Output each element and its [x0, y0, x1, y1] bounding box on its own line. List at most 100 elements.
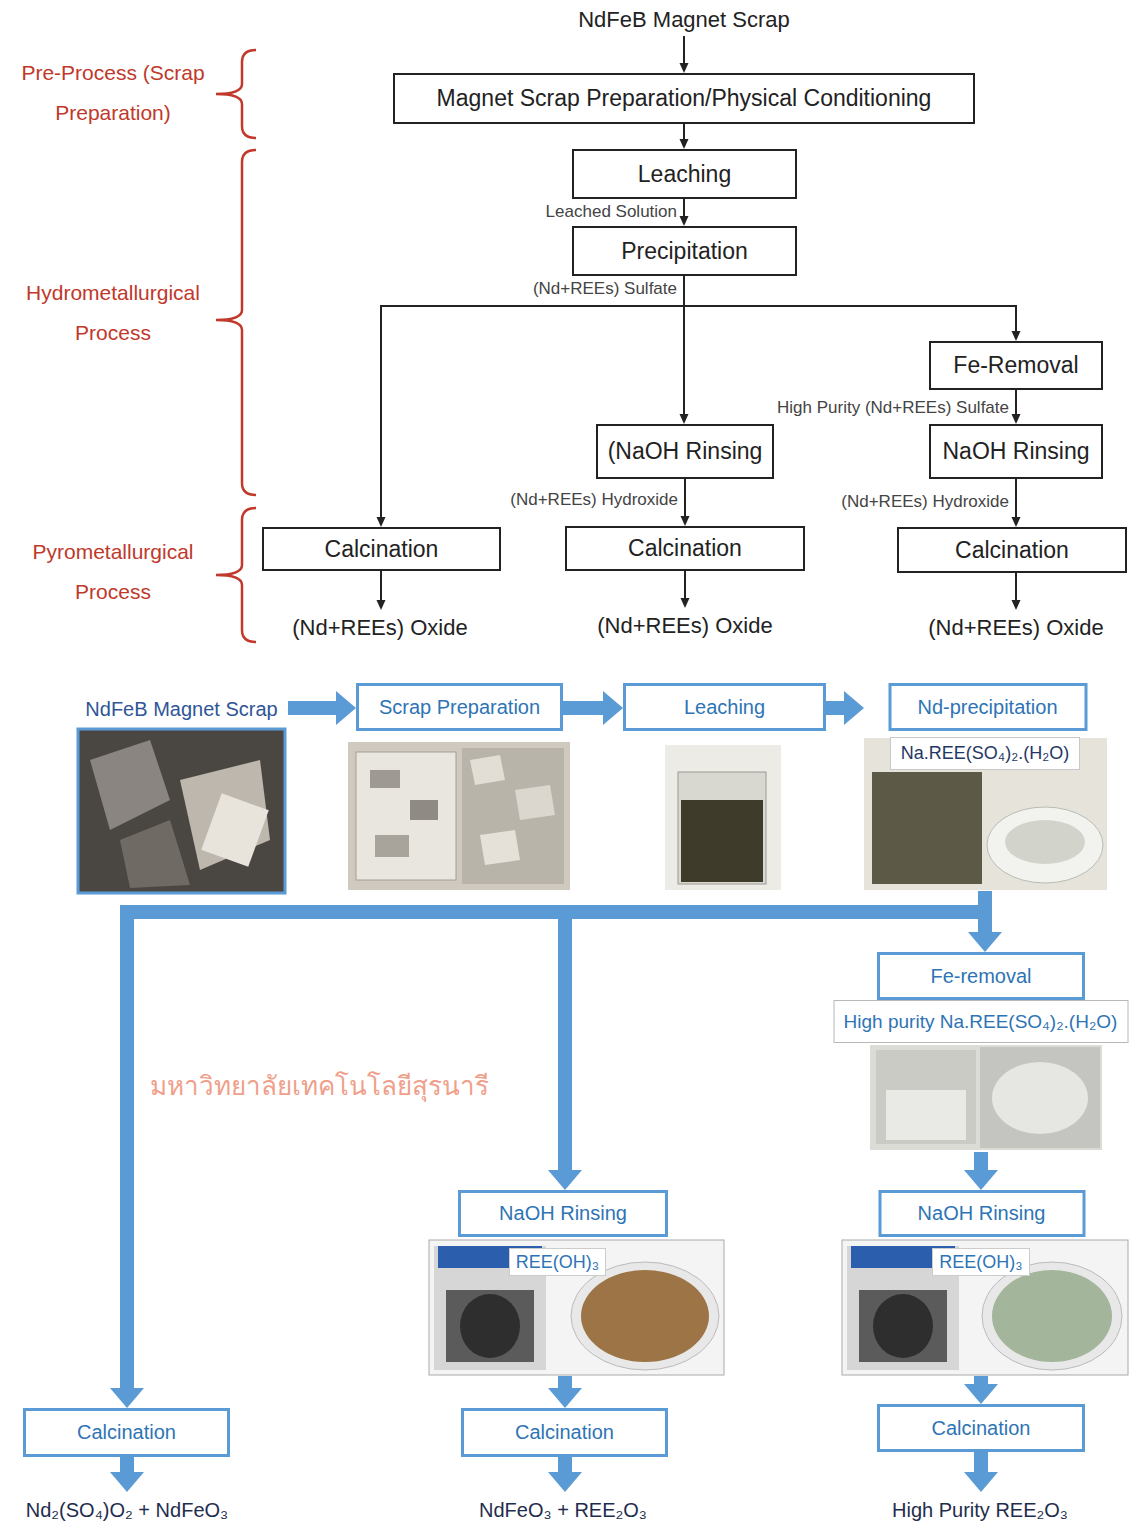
- step-panel: NaOH RinsingREE(OH)₃: [429, 1190, 724, 1376]
- flow-arrow: [377, 276, 685, 527]
- node-text: Calcination: [77, 1421, 176, 1444]
- arrow-head: [336, 691, 356, 725]
- node-text: Precipitation: [621, 238, 748, 265]
- flow-arrow: [680, 199, 689, 226]
- connector-line: [381, 276, 684, 520]
- step-box: Calcination: [461, 1408, 668, 1457]
- edge-label: Leached Solution: [544, 202, 679, 222]
- step-box: Scrap Preparation: [356, 683, 563, 731]
- flow-arrow: [1012, 390, 1021, 424]
- arrow-head: [680, 139, 689, 149]
- photo-rinsing: [429, 1240, 724, 1375]
- edge-label: (Nd+REEs) Sulfate: [531, 279, 679, 299]
- arrow-head: [1012, 600, 1021, 610]
- flow-arrow: [681, 571, 690, 608]
- node-text: Calcination: [932, 1417, 1031, 1440]
- product-label: (Nd+REEs) Oxide: [565, 608, 805, 644]
- block-arrow: [964, 1152, 998, 1190]
- edge-label: High Purity (Nd+REEs) Sulfate: [775, 398, 1011, 418]
- arrow-head: [377, 600, 386, 610]
- arrow-head: [844, 691, 864, 725]
- process-box: Calcination: [565, 526, 805, 571]
- node-text: (Nd+REEs) Oxide: [292, 615, 467, 641]
- node-text: NdFeO₃ + REE₂O₃: [479, 1499, 647, 1522]
- arrow-head: [681, 516, 690, 526]
- block-arrow: [826, 691, 864, 725]
- node-text: Fe-removal: [930, 965, 1031, 988]
- node-text: High Purity REE₂O₃: [892, 1499, 1068, 1522]
- connector-line: [563, 701, 609, 715]
- node-text: (NaOH Rinsing: [608, 438, 763, 465]
- process-box: Calcination: [262, 527, 501, 571]
- arrow-head: [110, 1472, 144, 1492]
- node-text: Na.REE(SO₄)₂.(H₂O): [901, 743, 1069, 764]
- product-label: Nd₂(SO₄)O₂ + NdFeO₃: [7, 1492, 247, 1528]
- node-text: REE(OH)₃: [516, 1252, 599, 1273]
- arrow-head: [680, 63, 689, 73]
- arrow-head: [1012, 517, 1021, 527]
- node-text: NaOH Rinsing: [943, 438, 1090, 465]
- bracket: [216, 50, 256, 642]
- product-label: NdFeO₃ + REE₂O₃: [443, 1492, 683, 1528]
- node-text: Magnet Scrap Preparation/Physical Condit…: [437, 85, 932, 112]
- flow-arrow: [681, 479, 690, 526]
- arrow-head: [680, 414, 689, 424]
- arrow-head: [968, 932, 1002, 952]
- node-text: Calcination: [515, 1421, 614, 1444]
- block-arrow: [110, 1457, 144, 1492]
- photo-panel: NdFeB Magnet Scrap: [75, 694, 288, 894]
- arrow-head: [110, 1388, 144, 1408]
- product-label: (Nd+REEs) Oxide: [260, 610, 500, 646]
- node-text: Leaching: [638, 161, 731, 188]
- block-arrow: [548, 1376, 582, 1408]
- arrow-head: [964, 1384, 998, 1404]
- block-arrow: [964, 1376, 998, 1404]
- block-arrow: [968, 891, 1002, 952]
- process-box: Magnet Scrap Preparation/Physical Condit…: [393, 73, 975, 124]
- edge-label: (Nd+REEs) Hydroxide: [508, 490, 680, 510]
- process-box: Leaching: [572, 149, 797, 199]
- arrow-head: [377, 517, 386, 527]
- connector-line: [683, 36, 685, 66]
- node-text: (Nd+REEs) Oxide: [928, 615, 1103, 641]
- flow-arrow: [1012, 479, 1021, 527]
- flow-arrow: [680, 124, 689, 149]
- arrow-head: [548, 1170, 582, 1190]
- product-tag: REE(OH)₃: [932, 1248, 1030, 1276]
- process-box: Calcination: [897, 527, 1127, 573]
- stage-label: Pyrometallurgical Process: [8, 532, 218, 612]
- product-label: High Purity REE₂O₃: [860, 1492, 1100, 1528]
- process-box: Fe-Removal: [929, 341, 1103, 390]
- arrow-head: [964, 1472, 998, 1492]
- photo-rinsing-pure: [842, 1240, 1128, 1375]
- connector-line: [1015, 390, 1017, 417]
- node-text: Calcination: [628, 535, 742, 562]
- node-text: NdFeB Magnet Scrap: [578, 7, 790, 33]
- process-box: Precipitation: [572, 226, 797, 276]
- stage-label: Hydrometallurgical Process: [8, 273, 218, 353]
- flow-arrow: [1012, 573, 1021, 610]
- connector-line: [1015, 573, 1017, 603]
- photo-precipitation: [864, 738, 1107, 890]
- block-arrow: [110, 891, 985, 1408]
- photo-leaching: [665, 745, 781, 890]
- step-box: Calcination: [877, 1404, 1085, 1452]
- block-arrow: [563, 691, 623, 725]
- flow-arrow: [680, 36, 689, 73]
- arrow-head: [964, 1170, 998, 1190]
- node-text: Scrap Preparation: [379, 696, 540, 719]
- source-label: NdFeB Magnet Scrap: [534, 4, 834, 36]
- connector-line: [127, 891, 985, 1394]
- node-text: REE(OH)₃: [939, 1252, 1022, 1273]
- flow-arrow: [377, 571, 386, 610]
- step-panel: Nd-precipitationNa.REE(SO₄)₂.(H₂O): [864, 683, 1107, 891]
- connector-line: [978, 891, 992, 938]
- arrow-head: [1012, 414, 1021, 424]
- process-box: (NaOH Rinsing: [596, 424, 775, 479]
- photo-preparation: [348, 742, 570, 890]
- node-text: Calcination: [955, 537, 1069, 564]
- connector-line: [380, 571, 382, 603]
- node-text: NdFeB Magnet Scrap: [75, 694, 288, 724]
- node-text: Nd-precipitation: [888, 683, 1087, 731]
- node-text: NaOH Rinsing: [878, 1190, 1085, 1237]
